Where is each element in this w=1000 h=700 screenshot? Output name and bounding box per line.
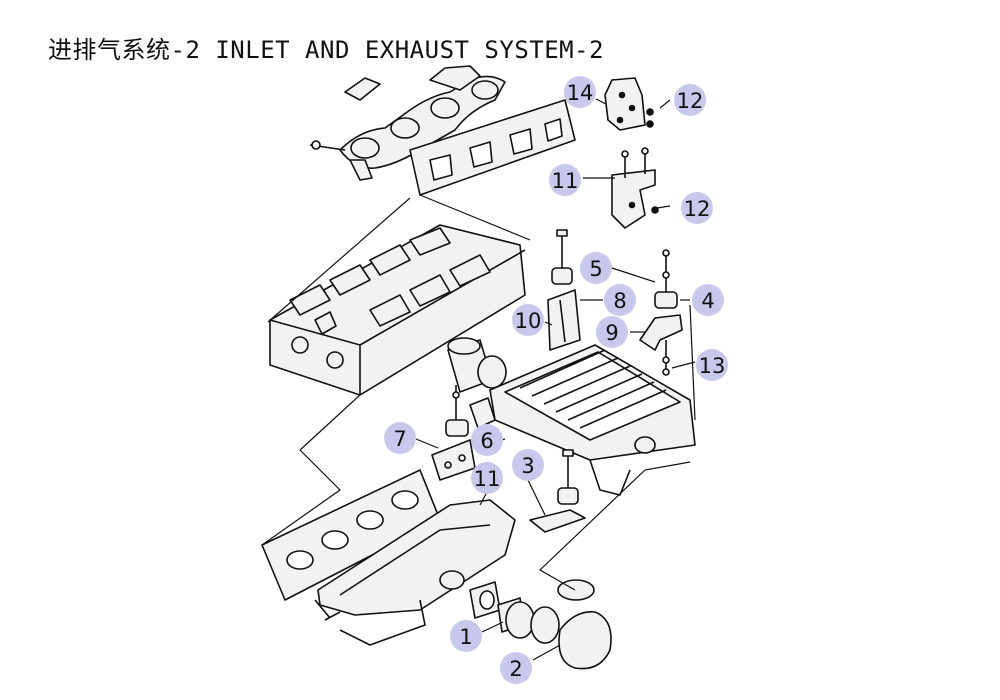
callout-9-circle [596, 316, 628, 348]
callout-1-circle [450, 620, 482, 652]
callout-label: 10 [515, 309, 542, 333]
leader-lines [261, 98, 696, 661]
mount-right [654, 249, 678, 309]
cylinder-head [269, 224, 526, 396]
callout-13-circle [696, 349, 728, 381]
exhaust-manifold [309, 65, 506, 181]
callout-label: 12 [677, 89, 704, 113]
exhaust-gasket [409, 99, 576, 196]
callout-label: 2 [509, 657, 522, 681]
callout-label: 6 [480, 429, 493, 453]
inlet-tube [447, 337, 507, 393]
callout-5-circle [580, 252, 612, 284]
callout-label: 4 [701, 289, 714, 313]
callout-label: 7 [393, 427, 406, 451]
callout-circles [384, 76, 728, 684]
mount-top-left [551, 229, 573, 285]
callout-11-circle [549, 164, 581, 196]
page-title: 进排气系统-2 INLET AND EXHAUST SYSTEM-2 [48, 36, 605, 64]
callout-7-circle [384, 422, 416, 454]
callout-label: 1 [459, 625, 472, 649]
callout-10-circle [512, 304, 544, 336]
callout-6-circle [471, 424, 503, 456]
intake-manifold [314, 499, 516, 646]
callout-label: 11 [474, 467, 501, 491]
elbow-hose [505, 579, 612, 670]
callout-label: 12 [684, 197, 711, 221]
intercooler [469, 344, 696, 496]
callout-label: 8 [613, 289, 626, 313]
bracket-8 [547, 289, 581, 351]
callout-12-circle [674, 84, 706, 116]
callout-label: 13 [699, 354, 726, 378]
callout-4-circle [692, 284, 724, 316]
bracket-lower [611, 147, 659, 229]
callout-11b-circle [471, 462, 503, 494]
callout-label: 3 [521, 454, 534, 478]
callout-label: 5 [589, 257, 602, 281]
callout-2-circle [500, 652, 532, 684]
callout-label: 9 [605, 321, 618, 345]
bracket-upper [604, 77, 654, 131]
bracket-9 [639, 314, 683, 376]
callout-label: 14 [567, 81, 594, 105]
mount-bottom [529, 449, 586, 533]
mount-left [431, 385, 476, 481]
callout-12b-circle [681, 192, 713, 224]
callout-14-circle [564, 76, 596, 108]
callout-8-circle [604, 284, 636, 316]
callout-label: 11 [552, 169, 579, 193]
callout-3-circle [512, 449, 544, 481]
